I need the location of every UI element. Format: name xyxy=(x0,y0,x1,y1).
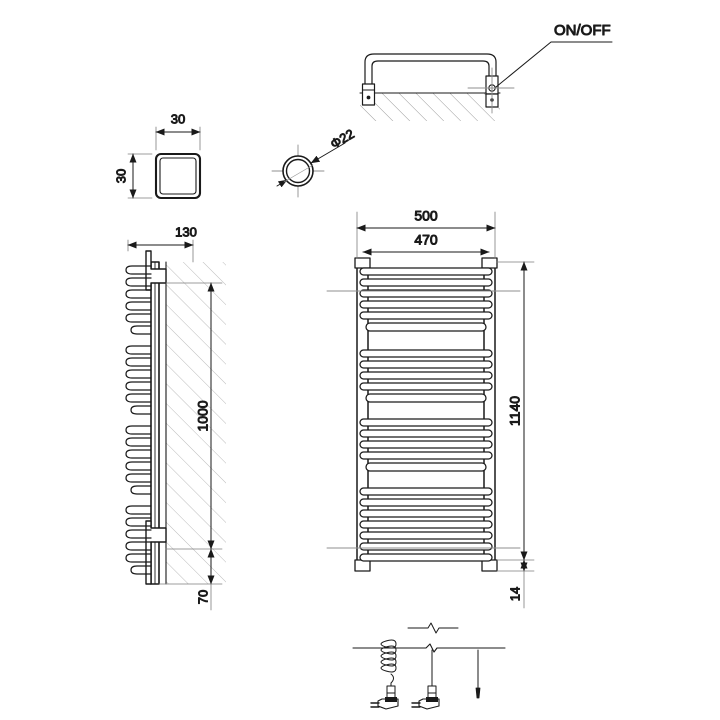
diameter-leader-line xyxy=(276,142,346,188)
front-bottom-feet xyxy=(354,559,498,572)
wall-hatch-side xyxy=(165,261,226,585)
square-tube-profile xyxy=(154,152,202,200)
top-detail-view: ON/OFF xyxy=(359,21,613,121)
coiled-cable-plug xyxy=(370,639,399,710)
front-inner-width-label: 470 xyxy=(414,232,438,248)
front-top-brackets xyxy=(354,257,498,269)
front-height-dimension xyxy=(496,261,535,561)
onoff-label: ON/OFF xyxy=(554,22,611,39)
cable-detail-view xyxy=(352,622,506,710)
side-bottom-dimension xyxy=(158,548,223,611)
side-bottom-bracket xyxy=(145,520,167,585)
u-tube-outline xyxy=(364,53,497,94)
round-section-view: Φ22 xyxy=(271,126,357,198)
diameter-label: Φ22 xyxy=(328,126,357,151)
switch-centerlines xyxy=(467,67,515,114)
square-height-label: 30 xyxy=(113,169,128,183)
square-section-view: 30 30 xyxy=(113,111,202,200)
front-elevation-view: 500 470 1140 14 xyxy=(326,207,535,609)
cable-free-end xyxy=(475,649,481,699)
front-outer-width-dimension xyxy=(356,211,496,259)
straight-cable-plug xyxy=(411,649,440,710)
side-height-label: 1000 xyxy=(195,400,211,431)
side-depth-label: 130 xyxy=(175,224,197,239)
square-width-label: 30 xyxy=(171,111,185,126)
front-outer-width-label: 500 xyxy=(414,208,438,224)
side-elevation-view: 130 1000 70 xyxy=(125,224,226,611)
side-bottom-label: 70 xyxy=(195,590,210,604)
cable-main-line xyxy=(352,643,506,653)
front-foot-dimension xyxy=(496,559,535,609)
cable-coil xyxy=(380,639,397,689)
side-rails xyxy=(125,265,152,575)
onoff-leader-line xyxy=(495,41,613,88)
front-rails xyxy=(359,267,493,562)
front-foot-label: 14 xyxy=(507,587,522,601)
wall-hatch-top xyxy=(359,92,501,121)
round-tube-profile xyxy=(282,155,314,187)
left-end-fitting xyxy=(361,83,376,106)
front-centerlines xyxy=(326,290,521,549)
front-height-label: 1140 xyxy=(507,396,523,426)
break-symbol xyxy=(407,622,459,634)
side-depth-dimension xyxy=(127,239,194,263)
